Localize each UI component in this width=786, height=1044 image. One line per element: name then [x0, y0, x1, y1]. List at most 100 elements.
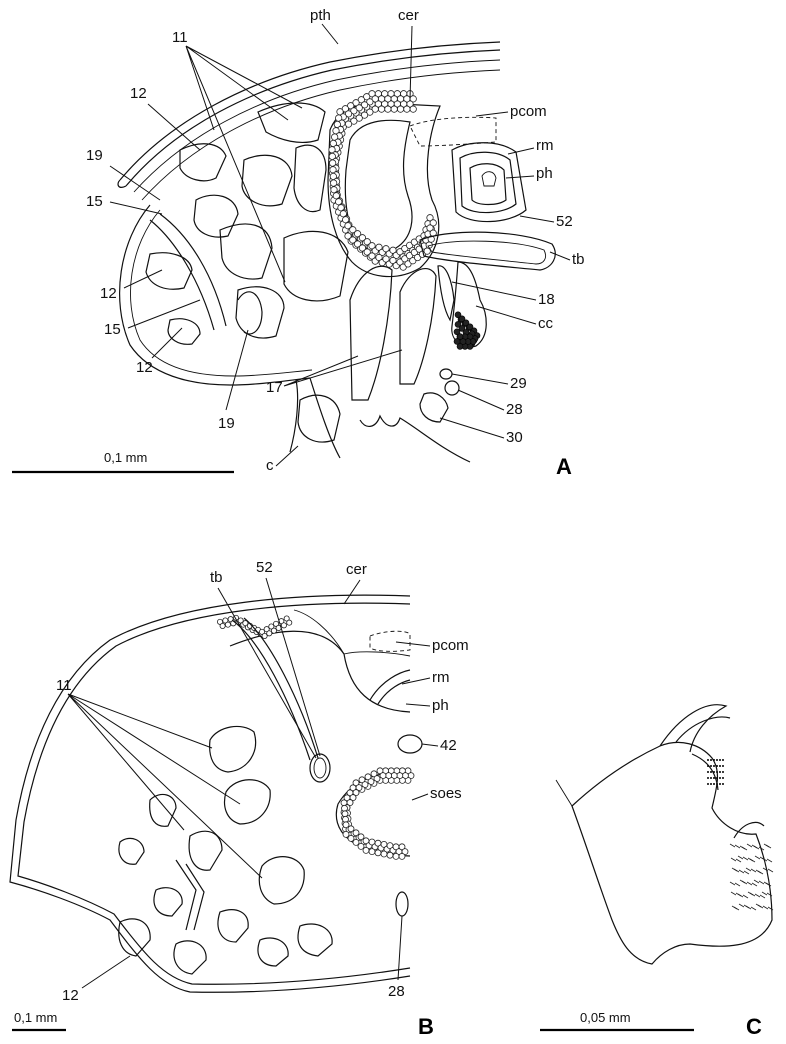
cell-dot [710, 771, 711, 772]
scale-label-a: 0,1 mm [104, 450, 147, 465]
tb-inner [428, 241, 546, 264]
muscle-c [298, 395, 340, 442]
muscle-mid-4 [194, 195, 238, 237]
seta [742, 847, 747, 850]
seta [746, 906, 751, 909]
seta [759, 881, 764, 884]
seta [744, 871, 749, 874]
rm-ph-b [370, 670, 410, 704]
label-30: 30 [506, 429, 523, 446]
muscle-11-b-2 [225, 780, 271, 824]
label-11-b: 11 [56, 677, 72, 694]
muscle-b-7 [154, 888, 182, 916]
seta [743, 857, 748, 860]
cell-dot [397, 106, 403, 112]
cell-dot [710, 759, 711, 760]
label-pth: pth [310, 7, 331, 24]
cell-dot [716, 783, 717, 784]
label-cer: cer [398, 7, 419, 24]
pharynx-a [452, 143, 526, 222]
label-ph-b: ph [432, 697, 449, 714]
cell-dot [387, 852, 393, 858]
cell-dot [454, 338, 460, 344]
seta [746, 868, 751, 871]
label-52-b: 52 [256, 559, 273, 576]
cell-dot [410, 106, 416, 112]
label-rm-b: rm [432, 669, 450, 686]
soes-cell-texture [341, 768, 414, 860]
seta [768, 869, 773, 872]
muscle-b-9 [298, 924, 332, 956]
label-tb: tb [572, 251, 585, 268]
label-pcom: pcom [510, 103, 547, 120]
seta [730, 882, 735, 885]
label-52: 52 [556, 213, 573, 230]
label-12-b: 12 [62, 987, 79, 1004]
label-tb-b: tb [210, 569, 223, 586]
muscle-b-6 [189, 831, 222, 870]
cell-dot [722, 771, 723, 772]
muscle-17-left [350, 266, 392, 400]
cell-dot [358, 843, 364, 849]
seta [754, 846, 759, 849]
muscle-mid-3 [236, 287, 284, 338]
capsule-tip [118, 180, 126, 187]
cell-dot [348, 835, 354, 841]
side-outline-inner [130, 210, 312, 376]
cell-dot [707, 765, 708, 766]
label-c: c [266, 457, 274, 474]
structure-42 [398, 735, 422, 753]
seta [739, 870, 744, 873]
label-pcom-b: pcom [432, 637, 469, 654]
panel-c [556, 705, 773, 964]
muscle-19 [238, 292, 262, 334]
muscle-12-left [146, 253, 192, 289]
cell-dot [719, 783, 720, 784]
pcom-outline-b [370, 631, 410, 651]
cell-dot [722, 783, 723, 784]
cell-dot [281, 623, 286, 628]
label-12-bottom: 12 [136, 359, 153, 376]
muscle-mid-6 [294, 145, 326, 211]
label-12-top: 12 [130, 85, 147, 102]
seta [739, 904, 744, 907]
seta [738, 856, 743, 859]
panel-a [118, 42, 555, 462]
label-19-top: 19 [86, 147, 103, 164]
label-rm: rm [536, 137, 554, 154]
muscle-17-right [400, 269, 436, 384]
seta [750, 859, 755, 862]
cell-dot [710, 765, 711, 766]
structure-28 [445, 381, 459, 395]
cell-dot [393, 853, 399, 859]
muscle-b-11 [174, 941, 206, 974]
cell-dot [713, 777, 714, 778]
cell-dot [716, 777, 717, 778]
cell-dot [722, 759, 723, 760]
seta [750, 893, 755, 896]
label-cc: cc [538, 315, 554, 332]
muscle-b-5 [119, 838, 144, 864]
label-cer-b: cer [346, 561, 367, 578]
seta [752, 883, 757, 886]
muscle-11-b-1 [210, 726, 256, 772]
cell-dot [220, 623, 225, 628]
muscle-11-top [258, 103, 325, 142]
label-12-mid: 12 [100, 285, 117, 302]
seta [760, 895, 765, 898]
panel-letter-b: B [418, 1014, 434, 1039]
label-15-top: 15 [86, 193, 103, 210]
cell-dot [381, 851, 387, 857]
muscle-mid-2 [284, 231, 348, 301]
seta [736, 859, 741, 862]
cell-dot [719, 771, 720, 772]
head-capsule-outer [120, 42, 500, 180]
bottom-outline [290, 378, 470, 462]
seta [766, 845, 771, 848]
structure-28-b [396, 892, 408, 916]
scale-label-c: 0,05 mm [580, 1010, 631, 1025]
cer-lower-b [230, 631, 410, 712]
label-11: 11 [172, 29, 188, 46]
muscle-b-8 [218, 910, 248, 942]
